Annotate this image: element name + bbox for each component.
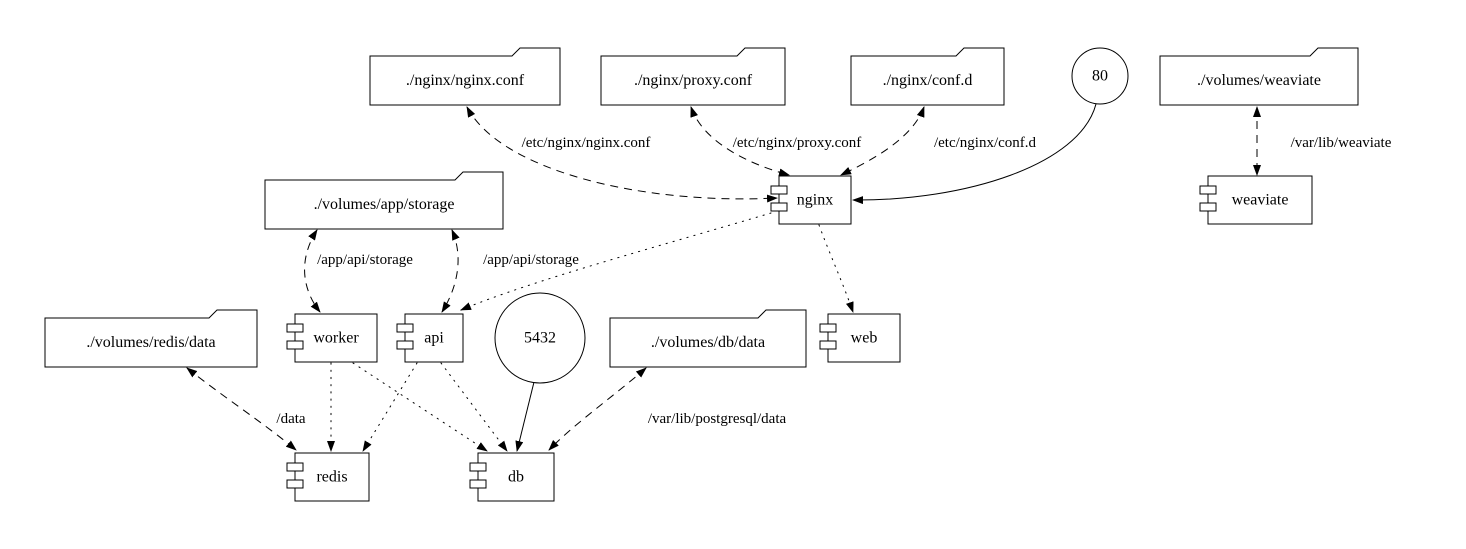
component-tab-icon — [286, 462, 304, 472]
node-folder-db-data: ./volumes/db/data — [609, 309, 807, 368]
edge-label-redis-to-redis-data: /data — [276, 411, 305, 427]
edge-redis-to-redis-data — [186, 367, 297, 451]
folder-icon — [264, 171, 504, 230]
node-label: nginx — [797, 192, 833, 209]
edge-label-db-to-db-data: /var/lib/postgresql/data — [648, 411, 787, 427]
edge-worker-to-app-storage — [304, 229, 321, 313]
component-box — [827, 313, 901, 363]
node-service-web: web — [819, 313, 901, 363]
edge-port5432-to-db — [515, 381, 535, 452]
node-folder-app-storage: ./volumes/app/storage — [264, 171, 504, 230]
node-folder-proxy-conf: ./nginx/proxy.conf — [600, 47, 786, 106]
component-tab-icon — [396, 340, 414, 350]
folder-icon — [850, 47, 1005, 106]
component-tab-icon — [1199, 202, 1217, 212]
edge-label-worker-to-app-storage: /app/api/storage — [317, 252, 413, 268]
port-circle — [1071, 47, 1129, 105]
node-label: 80 — [1092, 68, 1108, 85]
node-label: redis — [316, 469, 347, 486]
component-tab-icon — [770, 202, 788, 212]
edge-db-to-db-data — [548, 367, 647, 451]
edge-nginx-to-proxy-conf — [690, 106, 790, 177]
edge-layer — [186, 103, 1261, 452]
folder-icon — [609, 309, 807, 368]
node-label: ./volumes/app/storage — [314, 196, 455, 213]
node-label: ./volumes/db/data — [651, 334, 765, 351]
node-service-db: db — [469, 452, 555, 502]
edge-label-nginx-to-conf-d: /etc/nginx/conf.d — [934, 135, 1037, 151]
component-tab-icon — [469, 462, 487, 472]
component-tab-icon — [396, 323, 414, 333]
edge-nginx-to-conf-d — [840, 106, 925, 176]
component-box — [477, 452, 555, 502]
component-tab-icon — [1199, 185, 1217, 195]
edge-label-api-to-app-storage: /app/api/storage — [483, 252, 579, 268]
folder-icon — [1159, 47, 1359, 106]
node-label: ./nginx/nginx.conf — [406, 72, 525, 89]
node-layer: ./nginx/nginx.conf ./nginx/proxy.conf ./ng… — [44, 47, 1359, 502]
node-service-nginx: nginx — [770, 175, 852, 225]
edge-label-layer: /etc/nginx/nginx.conf/etc/nginx/proxy.co… — [274, 133, 1393, 429]
node-service-worker: worker — [286, 313, 378, 363]
node-label: weaviate — [1232, 192, 1289, 209]
node-folder-conf-d: ./nginx/conf.d — [850, 47, 1005, 106]
node-label: ./nginx/conf.d — [883, 72, 973, 89]
node-label: 5432 — [524, 330, 556, 347]
folder-icon — [44, 309, 258, 368]
node-label: ./volumes/weaviate — [1197, 72, 1321, 89]
node-folder-redis-data: ./volumes/redis/data — [44, 309, 258, 368]
component-tab-icon — [286, 323, 304, 333]
edge-worker-to-db — [352, 362, 488, 452]
node-port-5432: 5432 — [494, 292, 586, 384]
component-box — [294, 452, 370, 502]
component-tab-icon — [770, 185, 788, 195]
component-tab-icon — [819, 323, 837, 333]
node-label: ./volumes/redis/data — [86, 334, 215, 351]
node-service-weaviate: weaviate — [1199, 175, 1313, 225]
folder-icon — [369, 47, 561, 106]
component-tab-icon — [286, 340, 304, 350]
folder-icon — [600, 47, 786, 106]
component-tab-icon — [819, 340, 837, 350]
node-service-redis: redis — [286, 452, 370, 502]
edge-label-nginx-to-proxy-conf: /etc/nginx/proxy.conf — [733, 135, 862, 151]
node-label: web — [851, 330, 878, 347]
node-service-api: api — [396, 313, 464, 363]
node-label: worker — [313, 330, 359, 347]
edge-port80-to-nginx — [852, 103, 1097, 205]
edge-nginx-to-nginx-conf — [466, 106, 778, 203]
node-label: db — [508, 469, 524, 486]
edge-api-to-app-storage — [441, 229, 460, 313]
edge-api-to-redis — [362, 362, 418, 452]
port-circle — [494, 292, 586, 384]
edge-nginx-to-web — [818, 224, 854, 313]
component-box — [294, 313, 378, 363]
node-port-80: 80 — [1071, 47, 1129, 105]
node-label: api — [424, 330, 444, 347]
component-box — [1207, 175, 1313, 225]
node-label: ./nginx/proxy.conf — [634, 72, 753, 89]
component-tab-icon — [286, 479, 304, 489]
component-tab-icon — [469, 479, 487, 489]
component-box — [778, 175, 852, 225]
edge-label-weaviate-to-volumes-weaviate: /var/lib/weaviate — [1291, 135, 1392, 151]
component-box — [404, 313, 464, 363]
node-folder-nginx-conf: ./nginx/nginx.conf — [369, 47, 561, 106]
edge-api-to-db — [440, 362, 508, 452]
edge-label-nginx-to-nginx-conf: /etc/nginx/nginx.conf — [522, 135, 651, 151]
node-folder-volumes-weaviate: ./volumes/weaviate — [1159, 47, 1359, 106]
